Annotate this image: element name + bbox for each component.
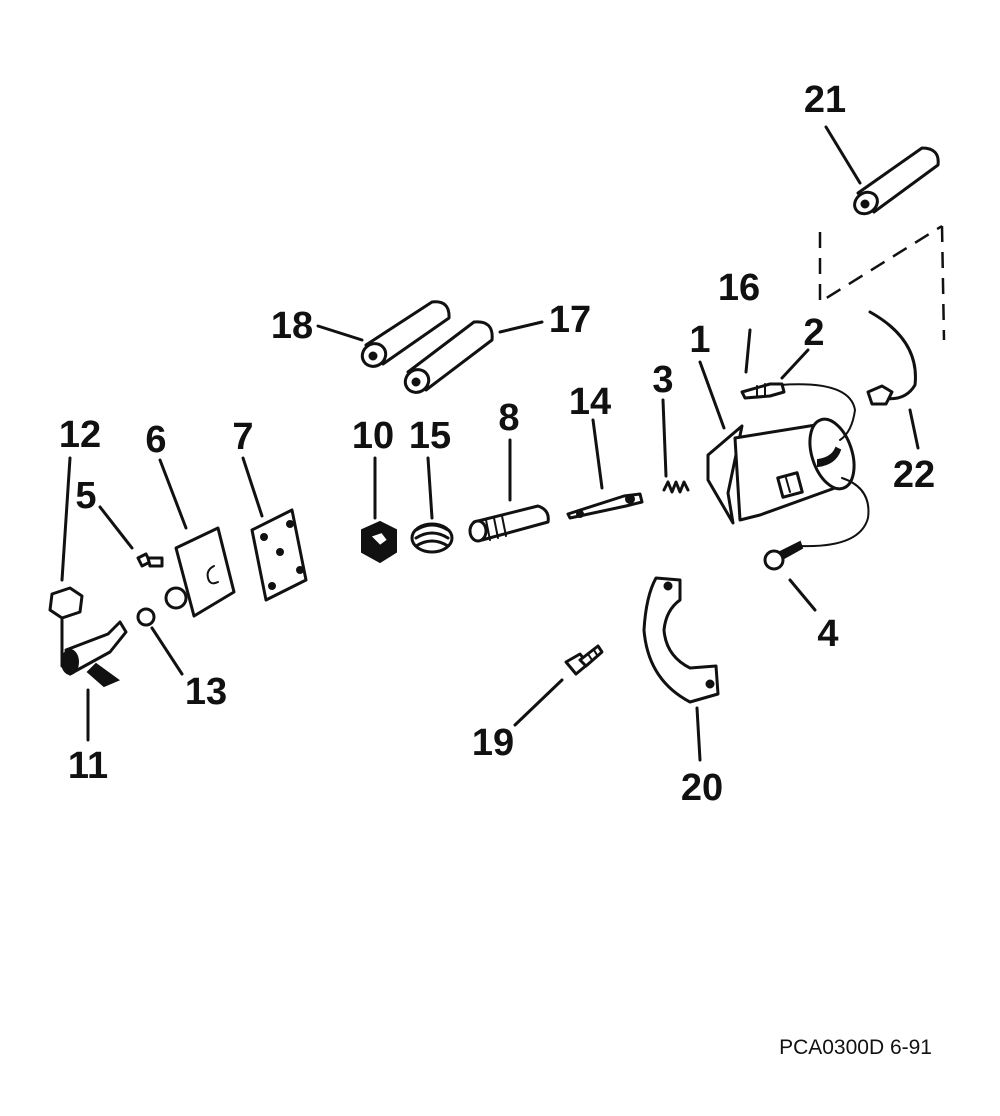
part-17-tube [403, 320, 544, 394]
callout-2: 2 [803, 312, 824, 354]
part-12-cap [48, 456, 84, 668]
callout-6: 6 [145, 419, 166, 461]
callout-17: 17 [549, 299, 591, 341]
callout-13: 13 [185, 671, 227, 713]
callout-5: 5 [75, 475, 96, 517]
callout-4: 4 [817, 613, 838, 655]
callout-12: 12 [59, 414, 101, 456]
part-21-tube [824, 125, 940, 216]
part-5-screw [98, 505, 164, 568]
part-7-gasket [241, 456, 308, 602]
part-22-clip [866, 310, 920, 450]
callout-1: 1 [689, 319, 710, 361]
callout-11: 11 [68, 745, 108, 787]
part-18-tube [316, 300, 451, 368]
callout-18: 18 [271, 305, 313, 347]
callout-22: 22 [893, 454, 935, 496]
part-1-pump-body [698, 360, 870, 548]
callout-19: 19 [472, 722, 514, 764]
callout-16: 16 [718, 267, 760, 309]
part-8-sleeve [468, 438, 550, 543]
part-13-washer [136, 607, 184, 676]
part-19-screw [513, 644, 604, 727]
part-11-fitting [61, 620, 128, 742]
callout-8: 8 [498, 397, 519, 439]
callout-10: 10 [352, 415, 394, 457]
callout-7: 7 [232, 416, 253, 458]
part-4-ring-terminal [763, 540, 817, 612]
callout-15: 15 [409, 415, 451, 457]
part-2-connector [740, 328, 810, 400]
part-10-nut [361, 456, 397, 564]
dashed-guide [818, 224, 946, 341]
callout-20: 20 [681, 767, 723, 809]
callout-14: 14 [569, 381, 611, 423]
callout-3: 3 [652, 359, 673, 401]
part-14-pin [566, 418, 644, 520]
part-6-pump-cover [158, 458, 236, 618]
part-3-spring [661, 398, 690, 494]
part-15-spring [410, 456, 454, 554]
reference-code: PCA0300D 6-91 [779, 1036, 932, 1059]
part-20-clamp [642, 576, 720, 762]
callout-21: 21 [804, 79, 846, 121]
